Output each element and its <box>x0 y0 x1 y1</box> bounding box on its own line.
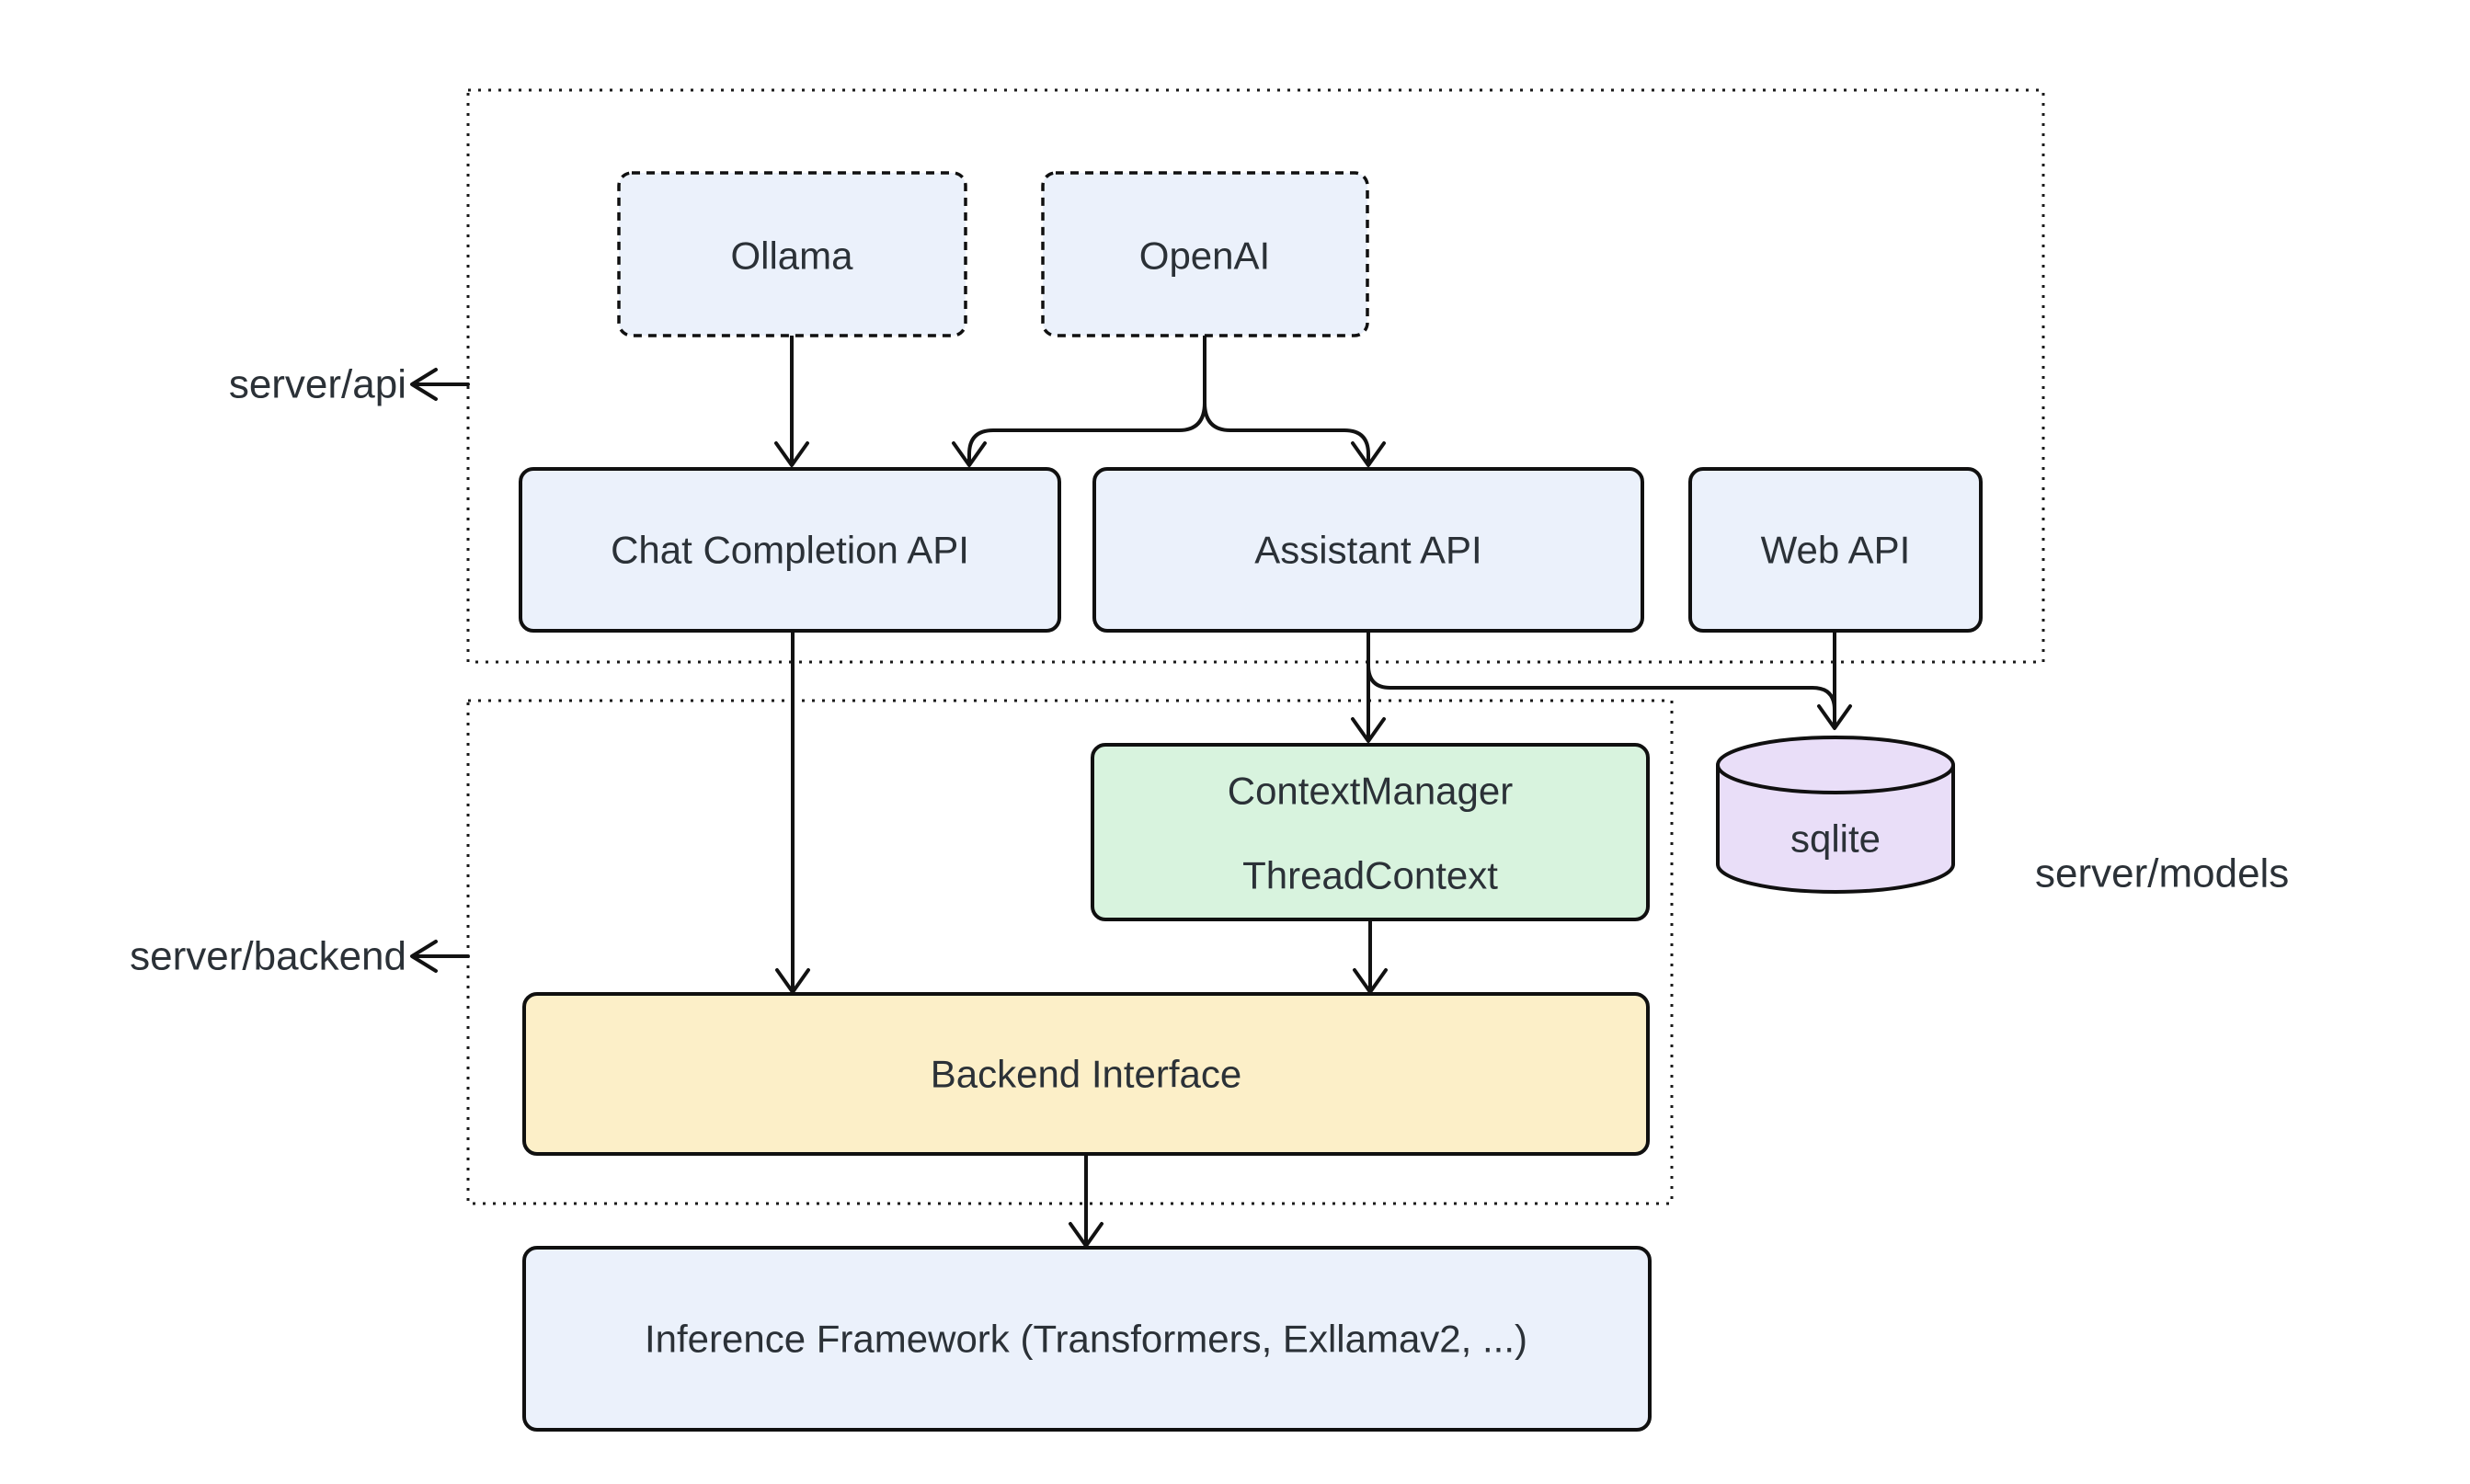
context-manager-line1: ContextManager <box>1228 770 1514 813</box>
edge-assistant-to-sqlite-branch <box>1367 629 1836 712</box>
web-api-box <box>1688 467 1983 633</box>
edge-context-to-backend <box>1353 918 1388 994</box>
web-api-label: Web API <box>1761 529 1911 572</box>
node-web-api: Web API <box>1688 467 1983 633</box>
inference-framework-label: Inference Framework (Transformers, Exlla… <box>645 1318 1527 1361</box>
node-assistant-api: Assistant API <box>1092 467 1644 633</box>
node-backend-interface: Backend Interface <box>522 992 1650 1156</box>
inference-framework-box <box>522 1246 1652 1432</box>
openai-label: OpenAI <box>1139 234 1270 278</box>
chat-completion-api-label: Chat Completion API <box>611 529 969 572</box>
sqlite-cylinder-top <box>1716 736 1955 794</box>
assistant-api-label: Assistant API <box>1254 529 1481 572</box>
node-chat-completion-api: Chat Completion API <box>519 467 1061 633</box>
edge-backend-to-inference <box>1069 1152 1103 1248</box>
node-sqlite: sqlite <box>1716 736 1955 894</box>
server-backend-pointer-arrow-icon <box>410 940 470 973</box>
server-models-label: server/models <box>2035 851 2289 896</box>
ollama-label: Ollama <box>730 234 853 278</box>
ollama-box <box>617 171 967 337</box>
sqlite-label: sqlite <box>1790 817 1881 861</box>
openai-box <box>1041 171 1369 337</box>
server-api-pointer-arrow-icon <box>410 368 470 401</box>
container-server-backend <box>466 699 1674 1205</box>
server-backend-label: server/backend <box>130 934 406 979</box>
backend-interface-label: Backend Interface <box>931 1053 1242 1096</box>
edge-openai-to-chat <box>952 334 1206 467</box>
chat-completion-api-box <box>519 467 1061 633</box>
server-api-label: server/api <box>229 362 406 407</box>
node-context-manager: ContextManager ThreadContext <box>1091 743 1650 921</box>
edge-openai-to-assistant <box>1203 334 1386 467</box>
context-manager-box <box>1091 743 1650 921</box>
backend-interface-box <box>522 992 1650 1156</box>
container-server-api <box>466 88 2045 664</box>
edge-web-to-sqlite <box>1817 629 1852 730</box>
node-openai: OpenAI <box>1041 171 1369 337</box>
node-inference-framework: Inference Framework (Transformers, Exlla… <box>522 1246 1652 1432</box>
edge-ollama-to-chat <box>774 334 809 467</box>
context-manager-line2: ThreadContext <box>1242 854 1498 897</box>
edge-chat-to-backend <box>775 629 810 994</box>
assistant-api-box <box>1092 467 1644 633</box>
node-ollama: Ollama <box>617 171 967 337</box>
sqlite-cylinder-body <box>1716 765 1955 894</box>
